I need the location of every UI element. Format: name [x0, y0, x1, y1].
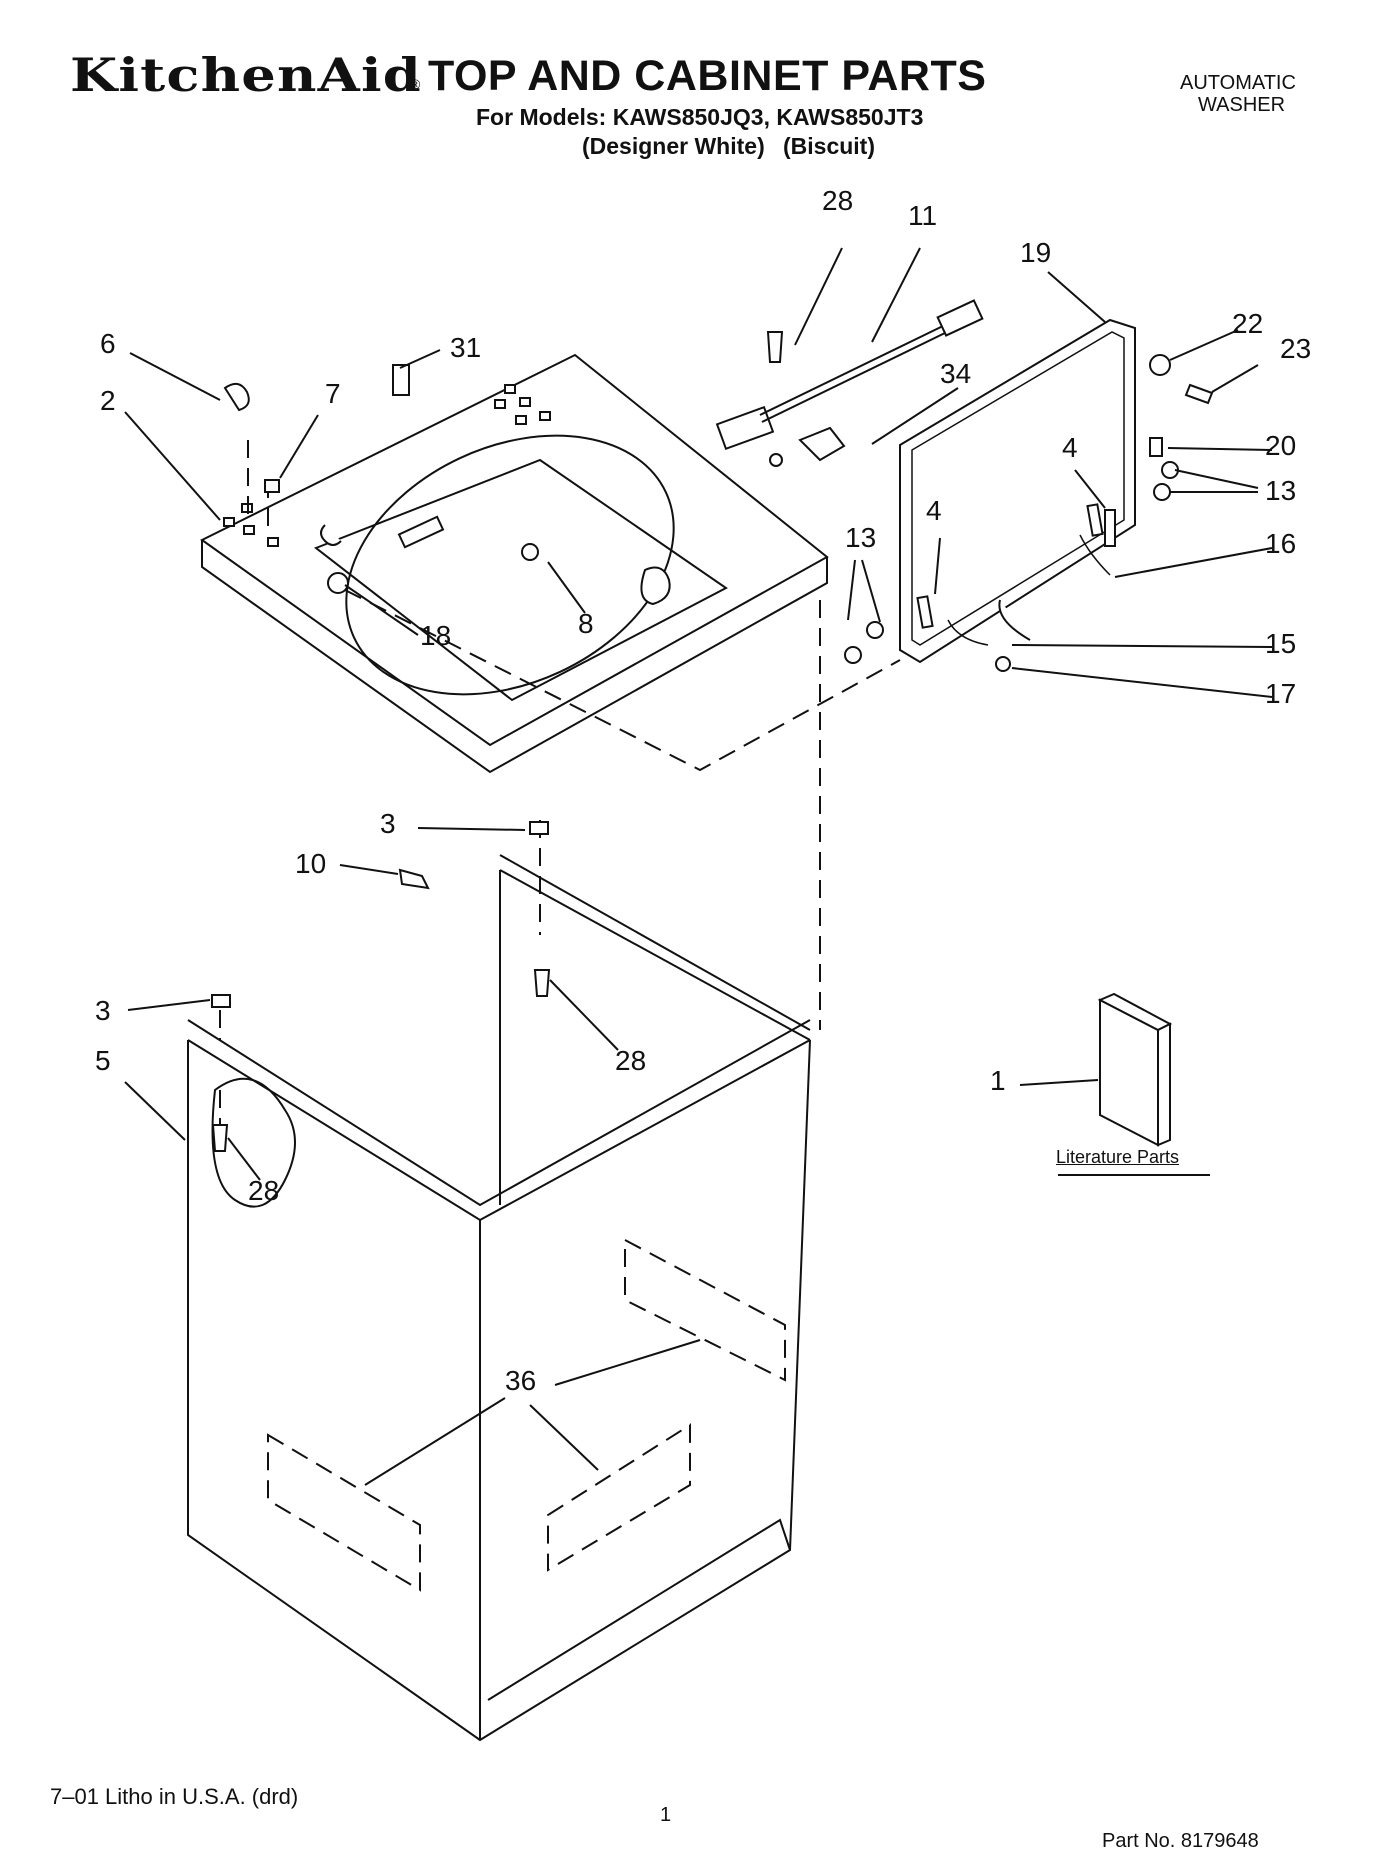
callout-28-screw: 28	[822, 185, 854, 216]
brand-logo: KitchenAid	[70, 48, 422, 102]
callout-11-harness: 11	[908, 200, 938, 231]
callout-8: 8	[578, 608, 594, 639]
page-title: TOP AND CABINET PARTS	[428, 52, 987, 100]
callout-13-lower: 13	[845, 522, 877, 553]
callout-36: 36	[505, 1365, 537, 1396]
callout-4-upper: 4	[1062, 432, 1078, 463]
leader-lines	[124, 247, 1273, 1486]
callout-10: 10	[295, 848, 327, 879]
callout-19-console: 19	[1020, 237, 1052, 268]
callout-23: 23	[1280, 333, 1312, 364]
loose-parts	[211, 354, 1214, 1152]
litho-note: 7–01 Litho in U.S.A. (drd)	[50, 1784, 299, 1809]
cabinet-body	[187, 854, 811, 1742]
harness-and-switch	[715, 299, 984, 467]
callout-34: 34	[940, 358, 972, 389]
callout-22: 22	[1232, 308, 1264, 339]
callout-13-upper: 13	[1265, 475, 1297, 506]
callout-15: 15	[1265, 628, 1297, 659]
callout-6: 6	[100, 328, 116, 359]
callout-4-lower: 4	[926, 495, 942, 526]
appliance-type-line1: AUTOMATIC	[1180, 72, 1296, 94]
registered-mark: ®	[410, 76, 421, 92]
callout-28-cabinet: 28	[615, 1045, 647, 1076]
variant-designer-white: (Designer White)	[582, 133, 765, 159]
literature-booklet	[1097, 992, 1173, 1147]
callout-2: 2	[100, 385, 116, 416]
callout-31: 31	[450, 332, 482, 363]
callout-3-upper: 3	[380, 808, 396, 839]
callout-1: 1	[990, 1065, 1006, 1096]
callout-18: 18	[420, 620, 452, 651]
callout-17: 17	[1265, 678, 1297, 709]
washer-top-panel	[200, 353, 829, 774]
page-number: 1	[660, 1804, 672, 1826]
callout-5: 5	[95, 1045, 111, 1076]
variant-biscuit: (Biscuit)	[783, 133, 875, 159]
callout-3-lower: 3	[95, 995, 111, 1026]
callout-20: 20	[1265, 430, 1297, 461]
models-line: For Models: KAWS850JQ3, KAWS850JT3	[476, 104, 924, 130]
literature-parts-label: Literature Parts	[1056, 1147, 1180, 1167]
callout-7: 7	[325, 378, 341, 409]
callout-28-access: 28	[248, 1175, 280, 1206]
appliance-type-line2: WASHER	[1198, 94, 1286, 116]
callout-16: 16	[1265, 528, 1297, 559]
console-frame	[899, 318, 1136, 664]
part-number: Part No. 8179648	[1102, 1830, 1259, 1852]
